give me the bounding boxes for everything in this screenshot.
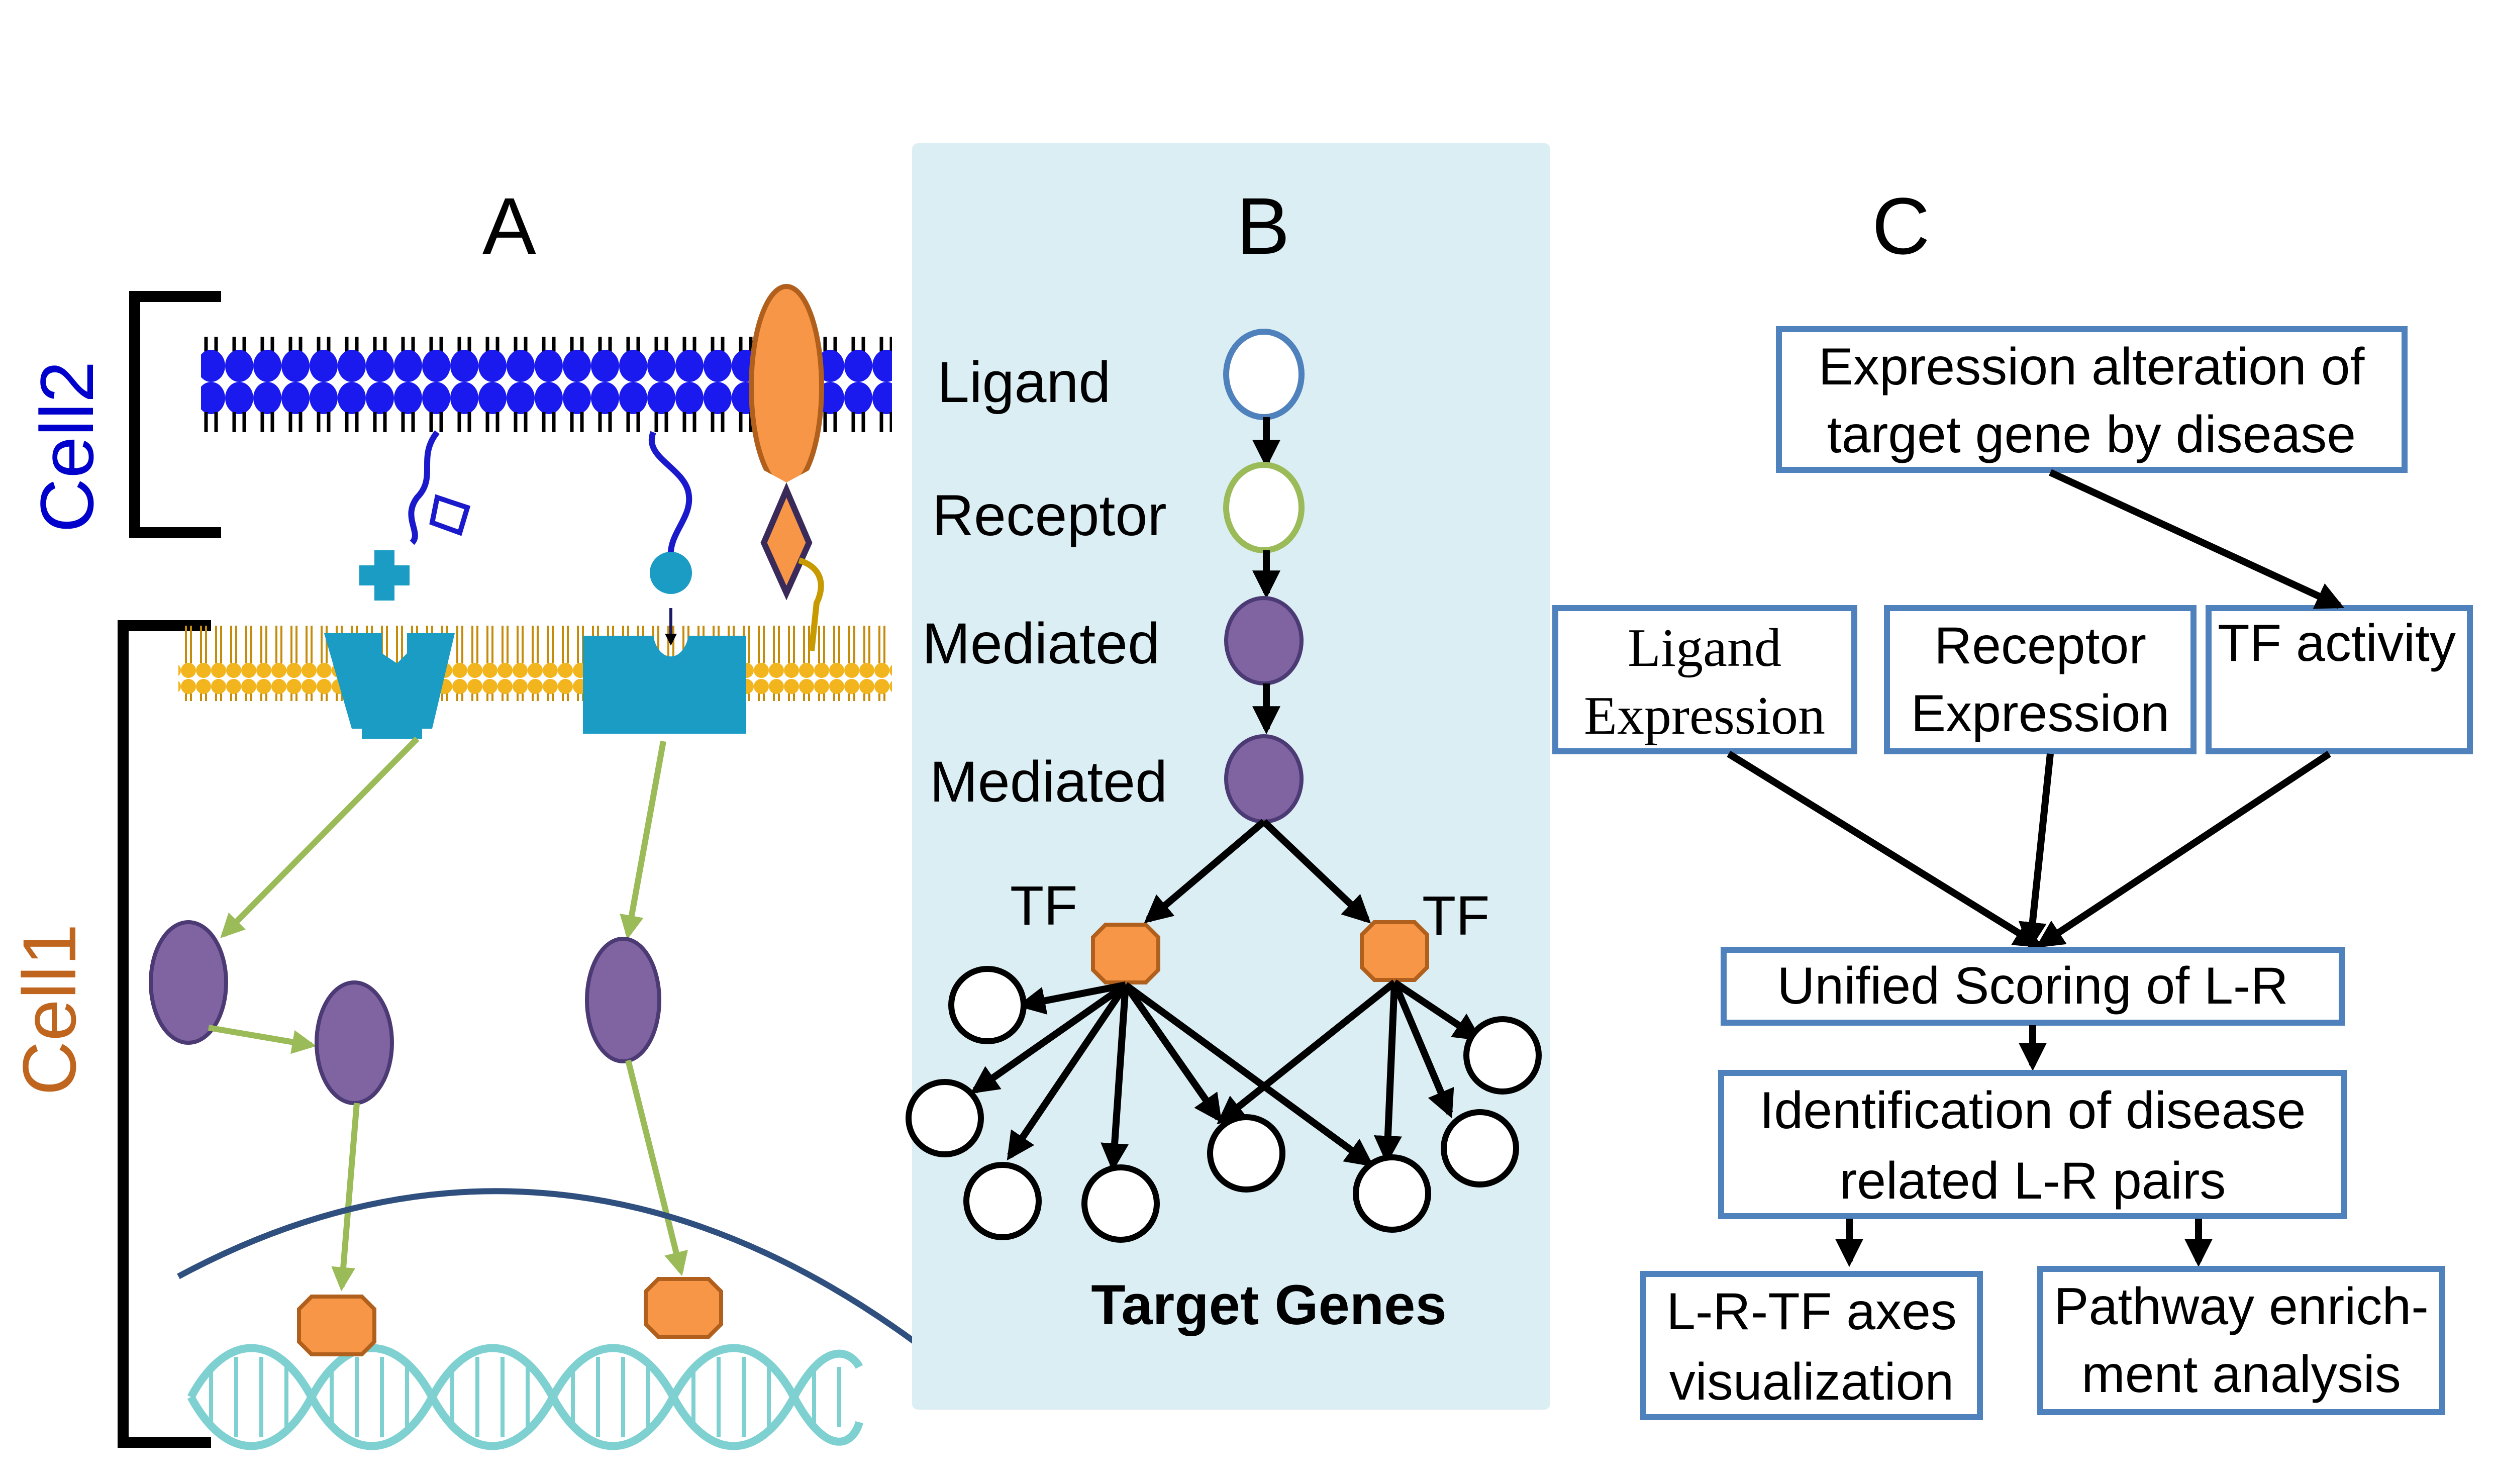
panel-a-letter: A — [482, 181, 536, 271]
mediator-a2-icon — [315, 980, 394, 1105]
panel-c: C Expression alteration of target gene b… — [1552, 181, 2473, 1420]
identification-box — [1718, 1070, 2347, 1219]
mediated-node-2 — [1224, 734, 1304, 824]
tf-label-left: TF — [1010, 875, 1077, 937]
expression-alteration-box — [1776, 326, 2408, 473]
unified-scoring-text: Unified Scoring of L-R — [1777, 957, 2288, 1015]
target-gene-nodes — [906, 966, 1542, 1243]
expression-alteration-line1: Expression alteration of — [1819, 338, 2365, 396]
cell1-bracket — [118, 620, 211, 1448]
mediated-label-2: Mediated — [930, 750, 1167, 814]
expression-alteration-line2: target gene by disease — [1827, 406, 2356, 464]
cell2-label: Cell2 — [25, 361, 109, 533]
target-gene-node — [948, 966, 1027, 1044]
tf-a2-icon — [644, 1277, 723, 1339]
tf-activity-text: TF activity — [2218, 614, 2456, 672]
cell2-bracket — [129, 291, 221, 538]
tf-node-left — [1091, 923, 1160, 984]
target-genes-label: Target Genes — [1091, 1273, 1447, 1336]
lr-tf-axes-box — [1640, 1271, 1983, 1420]
identification-line1: Identification of disease — [1760, 1081, 2306, 1140]
identification-line2: related L-R pairs — [1840, 1152, 2226, 1210]
receptor-expression-line2: Expression — [1911, 684, 2169, 743]
ligand-expression-line2: Expression — [1584, 686, 1825, 746]
nuclear-envelope — [177, 1188, 917, 1344]
pathway-enrichment-line2: ment analysis — [2081, 1345, 2401, 1404]
tf-label-right: TF — [1422, 885, 1489, 947]
cell1-membrane — [178, 626, 892, 701]
unified-scoring-box — [1721, 947, 2345, 1026]
panel-a: A Cell2 Cell1 — [7, 181, 917, 1450]
lr-tf-axes-line1: L-R-TF axes — [1666, 1282, 1957, 1341]
receptor-block-icon — [583, 636, 746, 734]
tf-a1-icon — [297, 1295, 376, 1356]
lr-tf-axes-line2: visualization — [1669, 1353, 1954, 1411]
target-gene-node — [906, 1079, 984, 1157]
mediator-a1-icon — [149, 920, 228, 1045]
membrane-ligand-icon — [749, 284, 824, 490]
receptor-node — [1223, 462, 1305, 553]
receptor-cup-icon — [324, 633, 455, 739]
ligand-expression-line1: Ligand — [1628, 618, 1781, 678]
cell1-label: Cell1 — [7, 924, 91, 1096]
target-gene-node — [963, 1162, 1042, 1240]
cross-ligand-icon — [359, 550, 410, 601]
ligand-expression-box — [1552, 605, 1857, 754]
target-gene-node — [1207, 1114, 1285, 1193]
pathway-enrichment-line1: Pathway enrich- — [2054, 1277, 2429, 1336]
panel-b: B Ligand Receptor Mediated Mediated TF T… — [906, 143, 1550, 1410]
target-gene-node — [1441, 1109, 1519, 1188]
mediated-node-1 — [1224, 596, 1304, 685]
circle-ligand-icon — [650, 552, 692, 594]
diamond-ligand-icon — [760, 482, 813, 601]
ligand-node — [1223, 329, 1305, 420]
mediated-label-1: Mediated — [922, 612, 1160, 676]
dna-helix-icon — [187, 1344, 863, 1450]
target-gene-node — [1353, 1154, 1431, 1233]
panel-b-letter: B — [1236, 181, 1290, 271]
panel-c-letter: C — [1872, 181, 1930, 271]
tf-node-right — [1360, 920, 1429, 982]
receptor-label: Receptor — [932, 483, 1167, 548]
receptor-expression-box — [1884, 605, 2197, 754]
pathway-enrichment-box — [2037, 1266, 2445, 1415]
target-gene-node — [1081, 1164, 1160, 1243]
mediator-a3-icon — [585, 937, 661, 1063]
target-gene-node — [1463, 1016, 1542, 1095]
ligand-label: Ligand — [937, 350, 1111, 415]
receptor-expression-line1: Receptor — [1934, 617, 2146, 675]
